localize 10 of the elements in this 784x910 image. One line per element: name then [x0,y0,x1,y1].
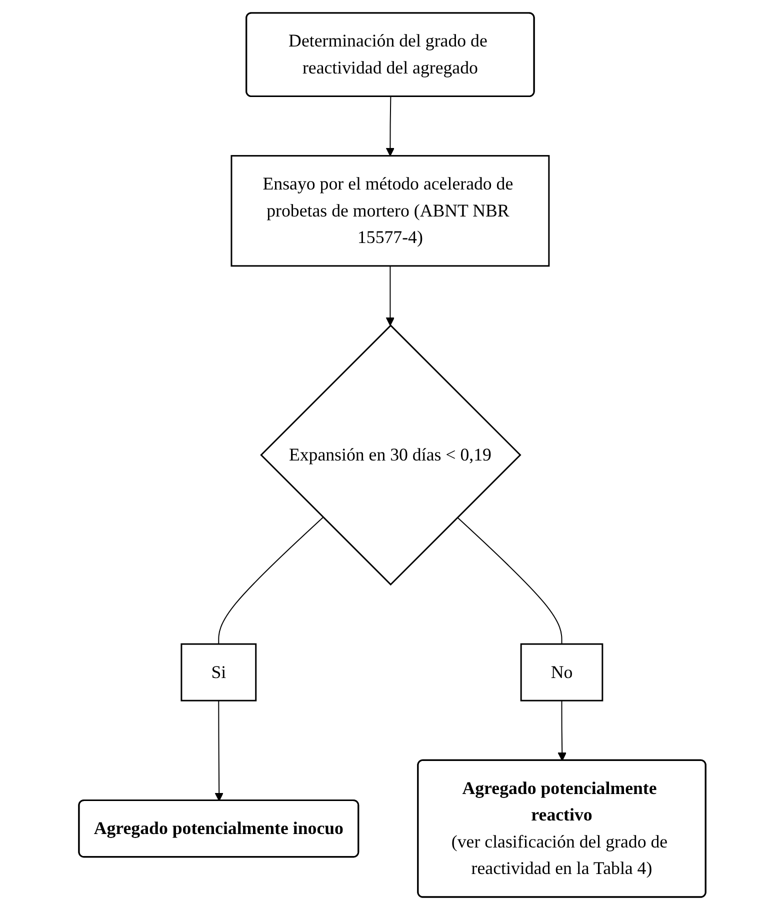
node-box: No [520,643,603,702]
connector [218,516,324,645]
arrow [386,265,394,326]
connector [456,516,562,645]
node-box: Ensayo por el método acelerado de probetas de mortero (ABNT NBR 15577-4) [230,155,550,267]
arrow [214,700,224,802]
node-box: Si [180,643,256,702]
arrow [557,700,566,762]
node-diamond: Expansión en 30 días < 0,19 [260,324,521,586]
arrow [386,96,394,156]
